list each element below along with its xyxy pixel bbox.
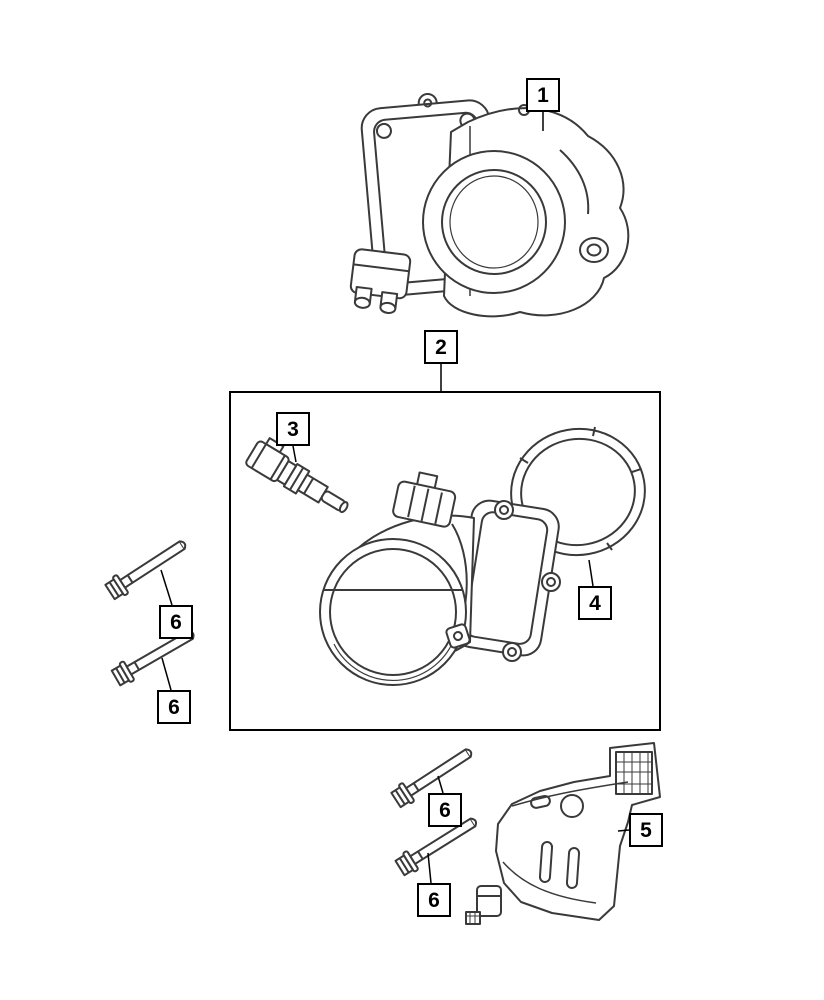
callout-6-upper-left[interactable]: 6: [159, 605, 193, 639]
callout-4[interactable]: 4: [578, 586, 612, 620]
leader-line-6c: [437, 775, 444, 794]
callout-3[interactable]: 3: [276, 412, 310, 446]
callout-2[interactable]: 2: [424, 330, 458, 364]
leader-line-5: [617, 829, 630, 832]
assembly-group-box: [229, 391, 661, 731]
leader-line-4: [588, 559, 594, 587]
callout-5[interactable]: 5: [629, 813, 663, 847]
bracket-part-5-figure: [465, 742, 661, 925]
leader-line-6b: [161, 657, 172, 691]
throttle-body-part-1-figure: [349, 93, 630, 318]
bolt-part-6-upper-left: [103, 533, 192, 603]
callout-6-lower-left[interactable]: 6: [157, 690, 191, 724]
callout-6-bracket-upper[interactable]: 6: [428, 793, 462, 827]
throttle-assembly-part-2-figure: [319, 471, 561, 686]
callout-6-bracket-lower[interactable]: 6: [417, 883, 451, 917]
leader-lines: [160, 112, 630, 884]
leader-line-6a: [160, 569, 173, 606]
sensor-part-3-figure: [245, 437, 349, 514]
leader-line-6d: [427, 852, 432, 884]
leader-line-3: [292, 445, 297, 463]
callout-1[interactable]: 1: [526, 78, 560, 112]
